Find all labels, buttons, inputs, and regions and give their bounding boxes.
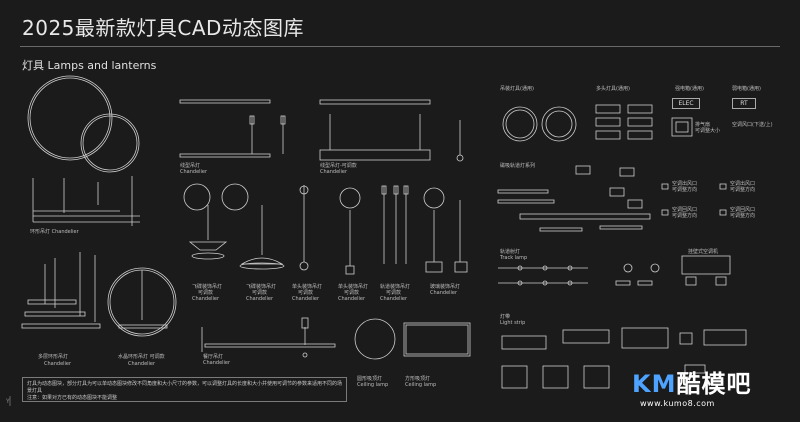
label-pendant3-en: Chandelier xyxy=(292,296,320,302)
page-title: 2025最新款灯具CAD动态图库 xyxy=(22,16,304,40)
label-ac2-sub: 可调整方向 xyxy=(730,187,756,193)
label-pendant3-sub: 可调款 xyxy=(298,290,314,296)
dining-track-lamp-drawing[interactable] xyxy=(201,317,336,358)
linear-lamp-drawing[interactable] xyxy=(179,99,286,158)
label-pendant5: 轨道装饰吊灯 xyxy=(380,284,411,290)
label-ac3: 空调回风口 xyxy=(672,207,698,213)
label-multi-ring2: 水晶环形吊灯 可调款 xyxy=(118,354,165,360)
label-ac-title: 空调风口(下送/上) xyxy=(732,122,773,128)
label-ac4-sub: 可调整方向 xyxy=(730,213,756,219)
label-linear-small: 线型吊灯-可调款 xyxy=(320,163,357,169)
ufo-pendant-lamp-drawing[interactable] xyxy=(183,183,309,271)
label-pendant6-en: Chandelier xyxy=(430,290,458,296)
label-pendant2: 飞碟装饰吊灯 xyxy=(246,284,277,290)
square-ceiling-lamp-drawing[interactable] xyxy=(403,322,471,357)
label-multi-head: 多头灯具(通用) xyxy=(596,86,630,92)
label-pendant4-en: Chandelier xyxy=(338,296,366,302)
usage-note-box: 灯具为动态图块，部分灯具为可以单动态图块修改不同角度和大小尺寸的参数，可以调整灯… xyxy=(22,377,347,402)
multi-ring-lamp-drawing[interactable] xyxy=(21,252,101,329)
label-rt: 弱电箱(通用) xyxy=(732,86,761,92)
title-divider xyxy=(20,46,780,47)
crystal-ring-lamp-drawing[interactable] xyxy=(107,267,177,337)
label-pendant1-en: Chandelier xyxy=(192,296,220,302)
ring-lamp-drawing[interactable] xyxy=(27,75,140,173)
label-pendant5-en: Chandelier xyxy=(380,296,408,302)
label-ceiling-rect: 方形吸顶灯 xyxy=(405,376,431,382)
label-ceiling-round: 圆形吸顶灯 xyxy=(357,376,383,382)
label-pendant6: 玻璃装饰吊灯 xyxy=(430,284,461,290)
label-pendant1-sub: 可调款 xyxy=(198,290,214,296)
downlight-drawing[interactable] xyxy=(502,106,577,142)
label-track-long: 餐厅吊灯 xyxy=(203,354,224,360)
label-ac1-sub: 可调整方向 xyxy=(672,187,698,193)
label-pendant4-sub: 可调款 xyxy=(344,290,360,296)
label-linear: 线型吊灯 xyxy=(180,163,201,169)
label-ring-lamp: 环形吊灯 Chandelier xyxy=(30,229,79,235)
label-multi-ring2-en: Chandelier xyxy=(128,361,156,367)
small-pendant-lamps-drawing[interactable] xyxy=(339,185,468,275)
label-wall-ac: 挂壁式空调机 xyxy=(688,249,719,255)
label-ac4: 空调回风口 xyxy=(730,207,756,213)
magnetic-track-drawing[interactable] xyxy=(497,165,651,232)
brand-watermark: KM酷模吧 www.kumo8.com xyxy=(632,364,751,408)
ucs-axis-label: Y xyxy=(6,398,10,405)
ac-vents-drawing[interactable] xyxy=(661,183,727,216)
label-multi-ring-en: Chandelier xyxy=(44,361,72,367)
brand-url: www.kumo8.com xyxy=(640,399,715,408)
elec-tag: ELEC xyxy=(672,98,700,109)
label-elec: 强电箱(通用) xyxy=(675,86,704,92)
label-exhaust: 排气扇 xyxy=(695,122,711,128)
label-multi-ring: 多层环形吊灯 xyxy=(38,354,69,360)
label-linear-en: Chandelier xyxy=(180,169,208,175)
light-strip-fixtures-drawing[interactable] xyxy=(501,327,747,389)
multi-head-lamp-drawing[interactable] xyxy=(595,104,653,140)
brand-logo: KM酷模吧 xyxy=(632,364,751,399)
label-pendant3: 单头装饰吊灯 xyxy=(292,284,323,290)
section-title: 灯具 Lamps and lanterns xyxy=(22,59,157,72)
label-track-long-en: Chandelier xyxy=(203,360,231,366)
label-pendant1: 飞碟装饰吊灯 xyxy=(192,284,223,290)
label-track-en: Track lamp xyxy=(500,255,528,261)
label-spotlight-en: Light strip xyxy=(500,320,526,326)
linear-strip-lamp-drawing[interactable] xyxy=(32,176,140,226)
label-pendant5-sub: 可调款 xyxy=(386,290,402,296)
label-spotlight: 灯带 xyxy=(500,314,511,320)
label-ceiling-rect-en: Ceiling lamp xyxy=(405,382,437,388)
label-ac2: 空调出风口 xyxy=(730,181,756,187)
label-downlight: 吊装灯具(通用) xyxy=(500,86,534,92)
usage-note-line2: 注意：如果对方已有的动态图块不能调整 xyxy=(27,395,118,401)
label-ceiling-round-en: Ceiling lamp xyxy=(357,382,389,388)
label-ac3-sub: 可调整方向 xyxy=(672,213,698,219)
label-pendant2-sub: 可调款 xyxy=(252,290,268,296)
label-magnetic: 磁吸轨道灯系列 xyxy=(500,163,536,169)
brand-logo-en: KM xyxy=(632,370,677,398)
wall-ac-drawing[interactable] xyxy=(681,255,731,286)
label-exhaust-sub: 可调整大小 xyxy=(695,128,721,134)
label-track: 轨道射灯 xyxy=(500,249,521,255)
track-spotlights-drawing[interactable] xyxy=(498,263,660,286)
exhaust-fan-drawing[interactable] xyxy=(671,117,693,137)
brand-logo-cn: 酷模吧 xyxy=(676,370,752,398)
round-ceiling-lamp-drawing[interactable] xyxy=(354,318,396,360)
label-pendant2-en: Chandelier xyxy=(246,296,274,302)
label-ac1: 空调出风口 xyxy=(672,181,698,187)
linear-adjustable-lamp-drawing[interactable] xyxy=(319,99,464,162)
label-pendant4: 单头装饰吊灯 xyxy=(338,284,369,290)
label-linear-small-en: Chandelier xyxy=(320,169,348,175)
usage-note-line1: 灯具为动态图块，部分灯具为可以单动态图块修改不同角度和大小尺寸的参数，可以调整灯… xyxy=(27,381,343,394)
rt-tag: RT xyxy=(732,98,756,109)
